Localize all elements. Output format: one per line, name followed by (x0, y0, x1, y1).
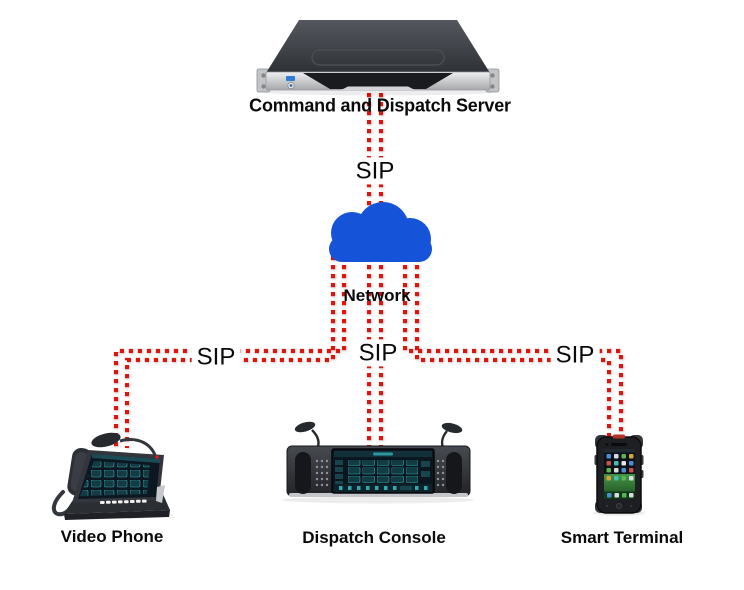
smart-terminal-label: Smart Terminal (560, 528, 684, 548)
gooseneck-mic-icon (441, 422, 463, 434)
video-phone-label: Video Phone (60, 527, 164, 547)
video-phone-illustration (51, 432, 173, 520)
console-keypad (315, 459, 445, 487)
handset-icon (446, 452, 462, 494)
gooseneck-mic-icon (294, 421, 316, 433)
handset-icon (295, 452, 311, 494)
smart-terminal-illustration (593, 434, 645, 516)
network-cloud-icon (329, 202, 432, 262)
dispatch-console-illustration (282, 421, 474, 504)
server-illustration (256, 20, 500, 96)
server-usb-port-icon (286, 76, 295, 81)
sip-label-left: SIP (191, 343, 241, 371)
sip-label-center: SIP (353, 339, 403, 367)
link-network-to-smart-terminal (402, 256, 624, 437)
dispatch-console-label: Dispatch Console (302, 528, 446, 548)
server-label: Command and Dispatch Server (249, 95, 511, 116)
link-server-to-network (366, 84, 384, 206)
sip-label-top: SIP (350, 157, 400, 185)
gooseneck-mic-icon (119, 438, 158, 459)
sip-connection-lines (113, 84, 624, 448)
network-label: Network (343, 286, 411, 306)
sip-label-right: SIP (550, 341, 600, 369)
